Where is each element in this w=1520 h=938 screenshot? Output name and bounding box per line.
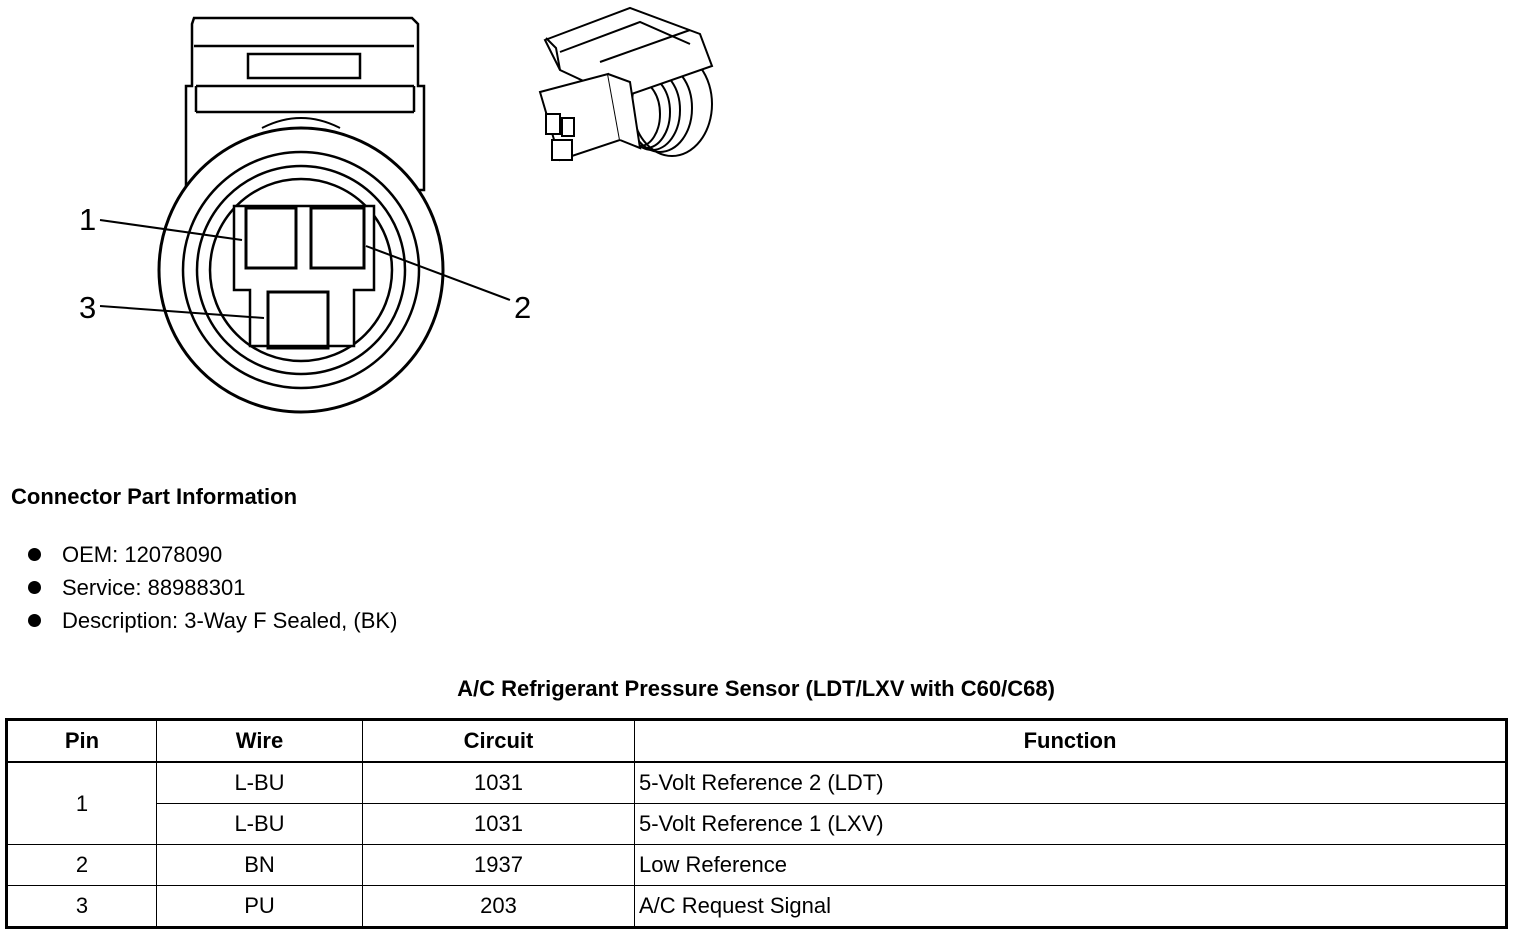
cell-function: 5-Volt Reference 1 (LXV) [634,803,1507,845]
connector-face-view [99,16,511,414]
cell-pin: 3 [6,885,157,928]
bullet-icon [28,547,41,561]
bullet-icon [28,580,41,594]
cell-circuit: 1031 [362,803,635,845]
cell-wire: BN [156,844,363,886]
table-row: L-BU 1031 5-Volt Reference 1 (LXV) [7,803,1507,845]
header-function: Function [634,719,1507,763]
cell-circuit: 1031 [362,761,635,804]
cell-pin: 1 [6,761,157,845]
pin-label-3: 3 [79,290,96,325]
list-item: Description: 3-Way F Sealed, (BK) [28,604,397,637]
table-row: 1 L-BU 1031 5-Volt Reference 2 (LDT) [6,761,1507,845]
cell-circuit: 203 [362,885,635,928]
table-title: A/C Refrigerant Pressure Sensor (LDT/LXV… [457,676,1055,701]
list-item: Service: 88988301 [28,571,397,604]
header-pin: Pin [6,719,157,763]
cell-pin: 2 [6,844,157,886]
cell-wire: L-BU [156,761,363,804]
cell-circuit: 1937 [362,844,635,886]
connector-info-list: OEM: 12078090 Service: 88988301 Descript… [28,538,397,637]
list-item: OEM: 12078090 [28,538,397,571]
cell-function: A/C Request Signal [634,885,1507,928]
service-part-number: Service: 88988301 [62,575,246,600]
connector-isometric-view [538,6,714,162]
connector-diagram: 1 2 3 [79,6,714,414]
connector-description: Description: 3-Way F Sealed, (BK) [62,608,398,633]
pin-label-2: 2 [514,290,531,325]
cell-wire: PU [156,885,363,928]
pin-label-1: 1 [79,202,96,237]
table-row: 2 BN 1937 Low Reference [6,844,1507,886]
bullet-icon [28,613,41,627]
header-wire: Wire [156,719,363,763]
cell-function: Low Reference [634,844,1507,886]
table-header-row: Pin Wire Circuit Function [6,719,1507,763]
cell-function: 5-Volt Reference 2 (LDT) [634,761,1507,804]
header-circuit: Circuit [362,719,635,763]
oem-part-number: OEM: 12078090 [62,542,223,567]
connector-info-title: Connector Part Information [11,484,298,509]
table-row: 3 PU 203 A/C Request Signal [6,885,1507,928]
cell-wire: L-BU [156,803,363,845]
pinout-table: Pin Wire Circuit Function 1 L-BU 1031 5-… [5,718,1508,929]
